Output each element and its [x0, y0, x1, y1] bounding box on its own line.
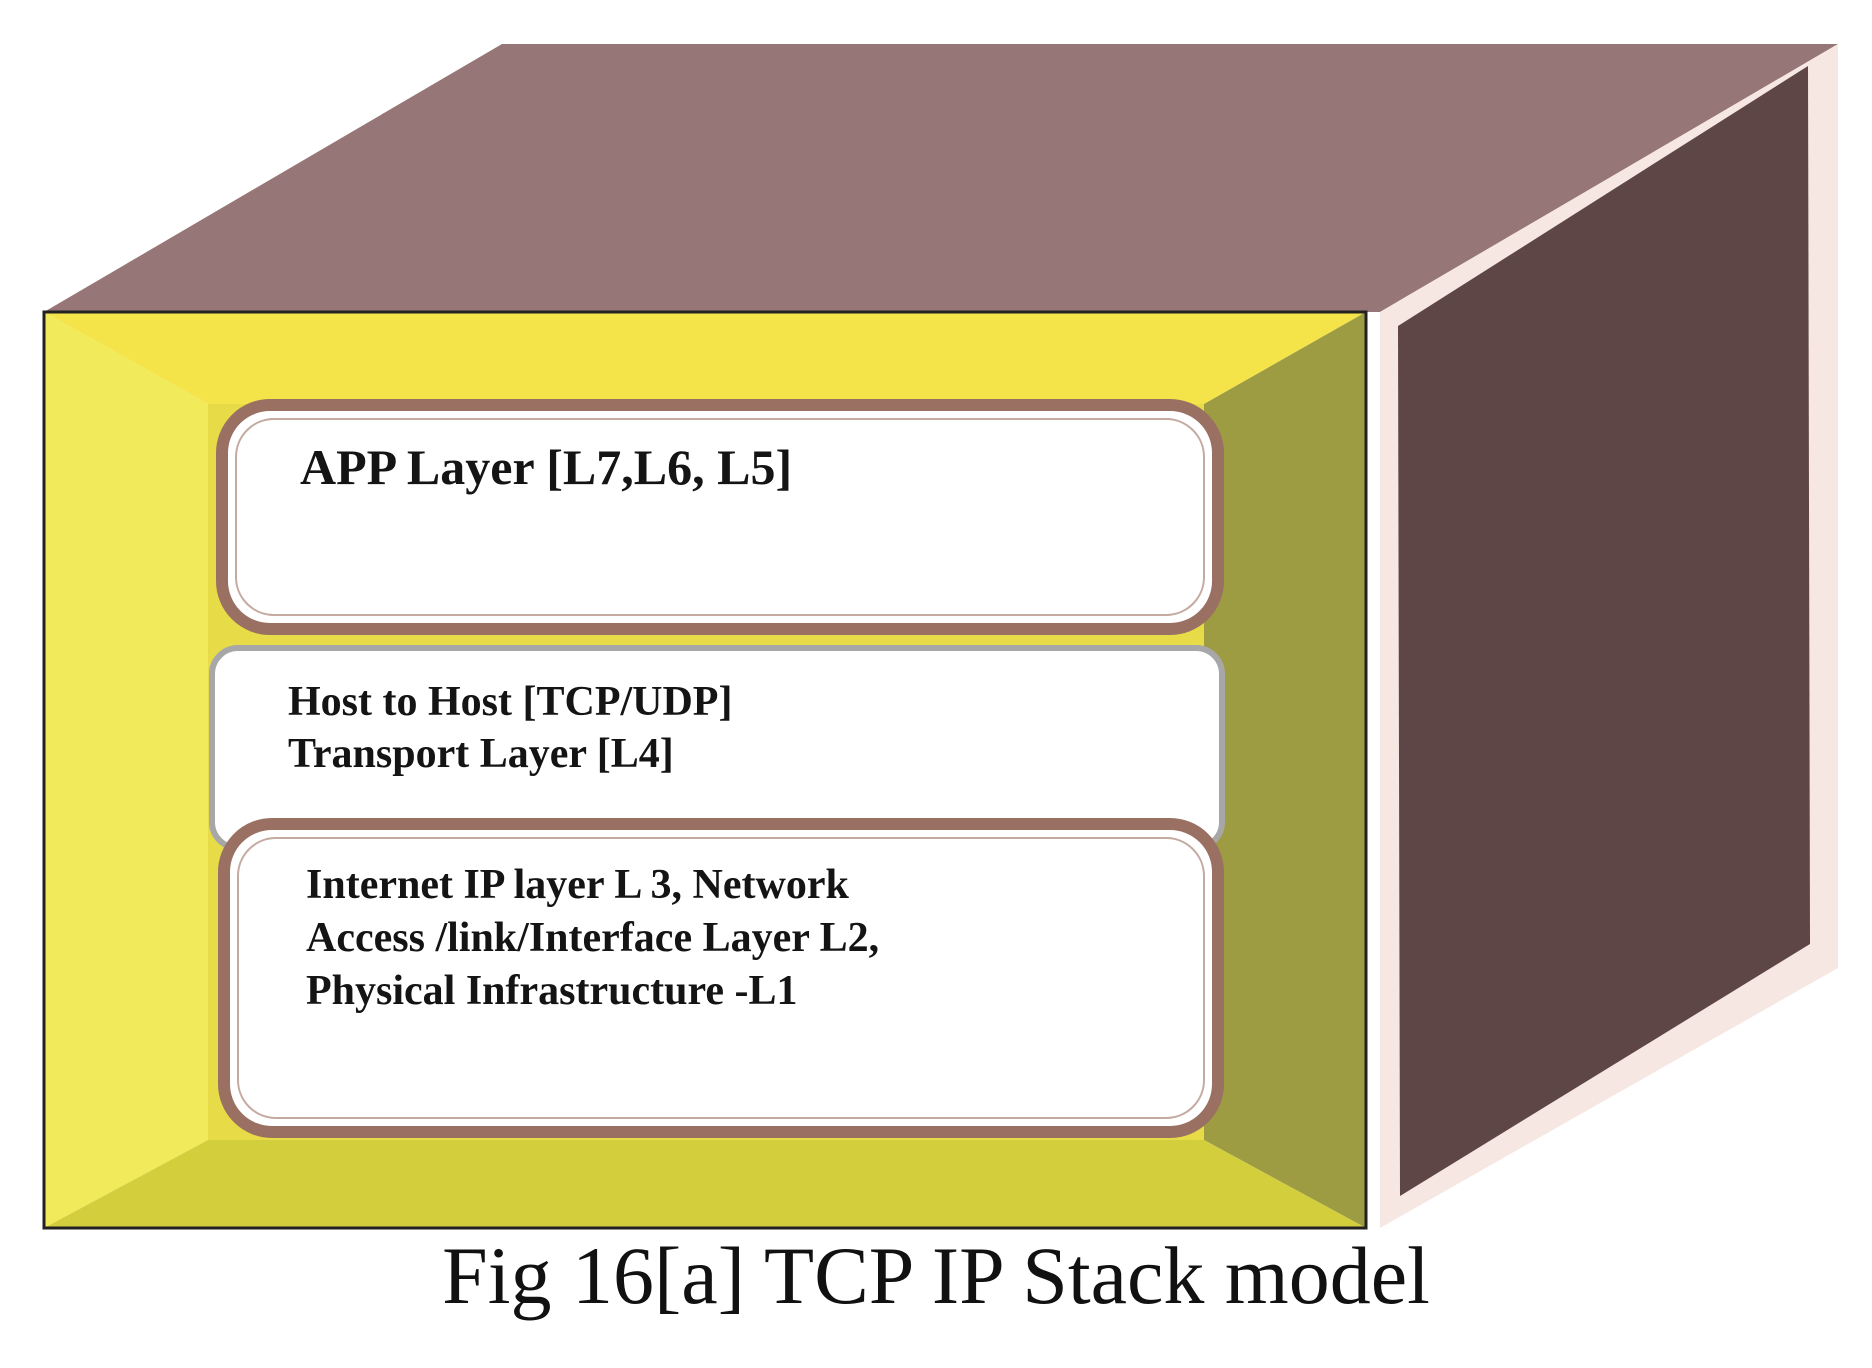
frame-right-bevel	[1204, 312, 1366, 1228]
layer-application-box	[216, 399, 1224, 635]
layer-application: APP Layer [L7,L6, L5]	[216, 399, 1224, 635]
layer-application-line: APP Layer [L7,L6, L5]	[300, 439, 792, 495]
figure-caption: Fig 16[a] TCP IP Stack model	[442, 1230, 1430, 1321]
frame-outline	[42, 310, 1368, 1230]
layer-network-line: Access /link/Interface Layer L2,	[306, 915, 879, 961]
layer-network-line: Internet IP layer L 3, Network	[306, 862, 849, 908]
layer-network-box	[218, 818, 1224, 1138]
frame-top-bevel	[44, 312, 1366, 404]
frame-left-bevel	[44, 312, 208, 1228]
frame-bottom-bevel	[44, 1140, 1366, 1228]
box-top-face	[44, 44, 1838, 312]
layer-transport-line: Host to Host [TCP/UDP]	[288, 679, 732, 725]
layer-network-line: Physical Infrastructure -L1	[306, 968, 798, 1014]
layer-transport-label: Host to Host [TCP/UDP] Transport Layer […	[288, 679, 743, 777]
layer-application-label: APP Layer [L7,L6, L5]	[300, 439, 792, 495]
layer-network: Internet IP layer L 3, Network Access /l…	[218, 818, 1224, 1138]
box-side-face	[1398, 66, 1810, 1196]
layer-network-label: Internet IP layer L 3, Network Access /l…	[306, 862, 890, 1014]
layer-transport-line: Transport Layer [L4]	[288, 731, 674, 777]
